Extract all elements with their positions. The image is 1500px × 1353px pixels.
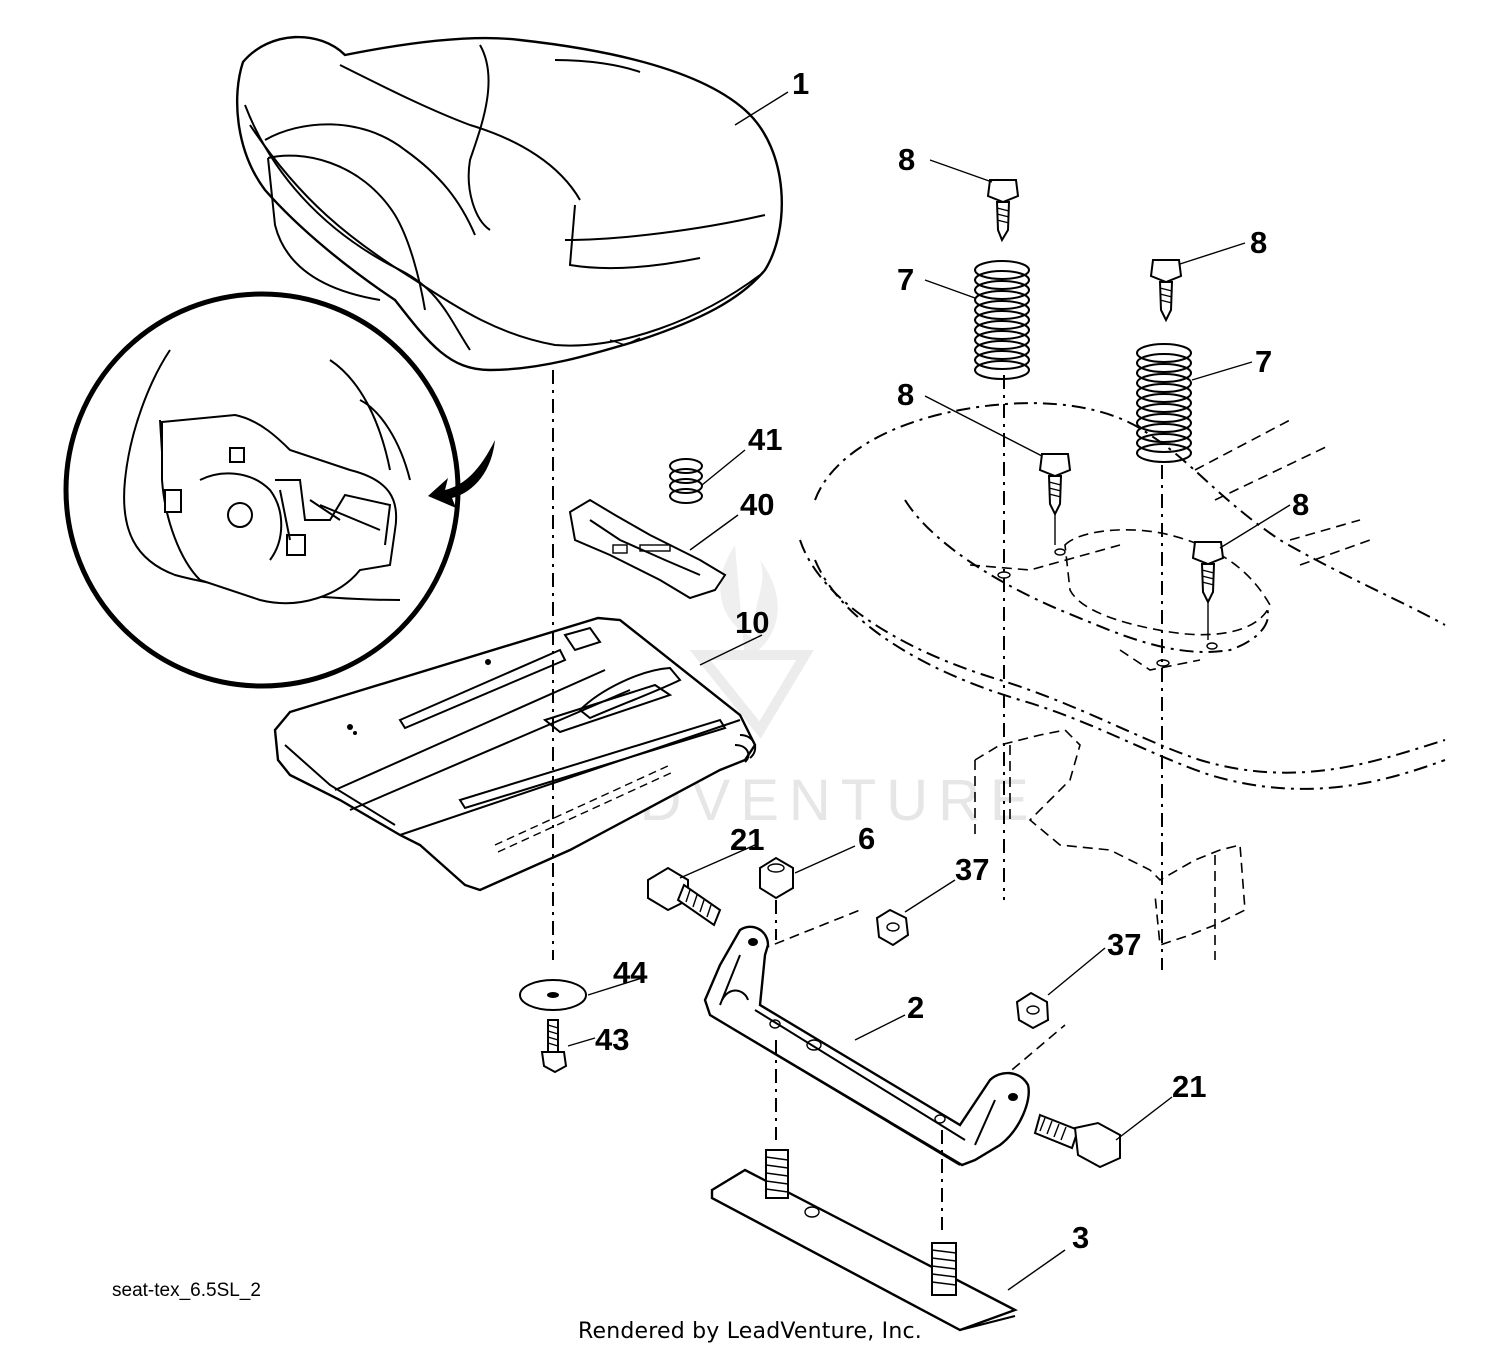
callout-8-mid-right: 8 [1292,487,1309,522]
stud-left [765,1149,789,1199]
seat [235,35,783,372]
callout-21-left: 21 [730,822,764,857]
nut-37-upper [875,908,910,947]
callout-7-right: 7 [1255,344,1272,379]
callout-43: 43 [595,1022,629,1057]
callout-44: 44 [613,955,648,990]
bolt-mid-right [1191,541,1225,605]
callout-41: 41 [748,422,782,457]
bolt-top-left [986,179,1020,243]
nut-6 [759,856,794,900]
seat-pan [273,616,757,892]
callout-37-lower: 37 [1107,927,1141,962]
diagram-caption: seat-tex_6.5SL_2 [112,1280,261,1301]
plate [710,1149,1018,1332]
callout-8-mid-left: 8 [897,377,914,412]
seat-pan-slots [494,764,674,853]
small-spring [669,458,703,504]
frame-centre-lines [1003,375,1163,970]
callout-1: 1 [792,66,809,101]
screw [540,1019,568,1074]
bolt-21-right [1033,1113,1121,1169]
stud-right [931,1242,957,1296]
bracket-dash-lines [759,909,1066,1081]
callout-7-left: 7 [897,262,914,297]
callout-6: 6 [858,821,875,856]
bolt-thin-lines [997,514,1218,667]
footer-credit: Rendered by LeadVenture, Inc. [578,1319,922,1344]
frame-outline [799,402,1446,790]
bracket [703,925,1030,1167]
callout-8-top-right: 8 [1250,225,1267,260]
lower-frame [974,729,1246,960]
callout-3: 3 [1072,1220,1089,1255]
bolt-mid-left [1038,453,1072,517]
callout-2: 2 [907,990,924,1025]
detail-circle [63,291,495,689]
callout-8-top-left: 8 [898,142,915,177]
leader-lines [567,91,1291,1291]
bolt-21-left [647,866,722,927]
callouts: 1 8 8 7 7 8 8 41 40 10 21 6 37 37 44 43 … [595,66,1309,1255]
callout-40: 40 [740,487,774,522]
callout-21-right: 21 [1172,1069,1206,1104]
callout-37-upper: 37 [955,852,989,887]
spring-right [1136,343,1192,463]
nut-37-lower [1015,991,1050,1030]
washer [519,979,587,1011]
clip [568,498,727,600]
callout-10: 10 [735,605,769,640]
spring-left [974,260,1030,380]
bolt-top-right [1149,259,1183,323]
